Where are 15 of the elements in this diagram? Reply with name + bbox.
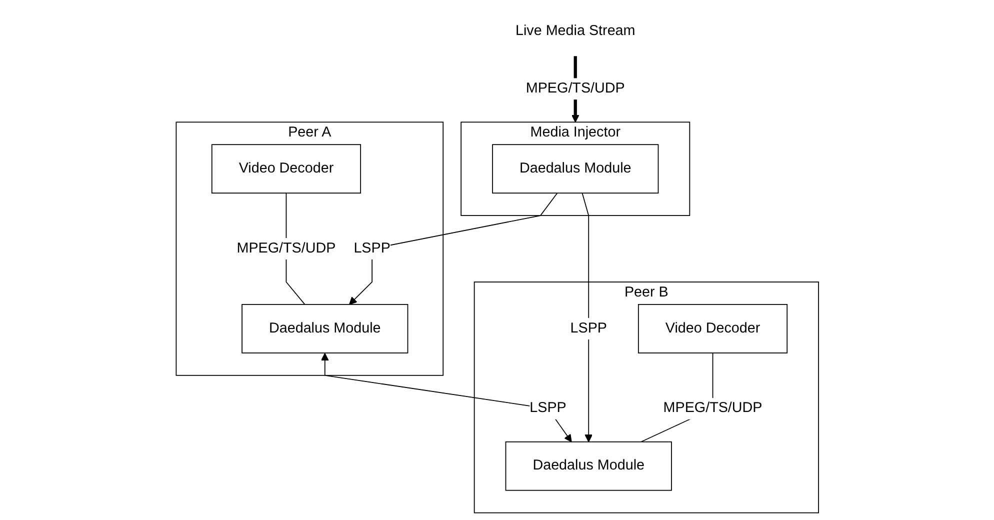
edge-label: MPEG/TS/UDP bbox=[236, 240, 336, 256]
edge-label: LSPP bbox=[529, 400, 566, 416]
node-box: Video Decoder bbox=[638, 304, 788, 354]
edge-label: LSPP bbox=[353, 240, 390, 256]
node-box: Video Decoder bbox=[211, 144, 361, 194]
edge-label: LSPP bbox=[570, 320, 607, 336]
node-box: Daedalus Module bbox=[241, 304, 408, 354]
node-box: Daedalus Module bbox=[504, 441, 672, 491]
arrow bbox=[581, 192, 592, 442]
edge-label: MPEG/TS/UDP bbox=[662, 400, 762, 416]
arrow bbox=[348, 192, 558, 305]
node-text: Live Media Stream bbox=[515, 23, 635, 39]
edge-label: MPEG/TS/UDP bbox=[526, 80, 624, 96]
node-box: Daedalus Module bbox=[492, 144, 658, 194]
arrow bbox=[320, 352, 572, 442]
